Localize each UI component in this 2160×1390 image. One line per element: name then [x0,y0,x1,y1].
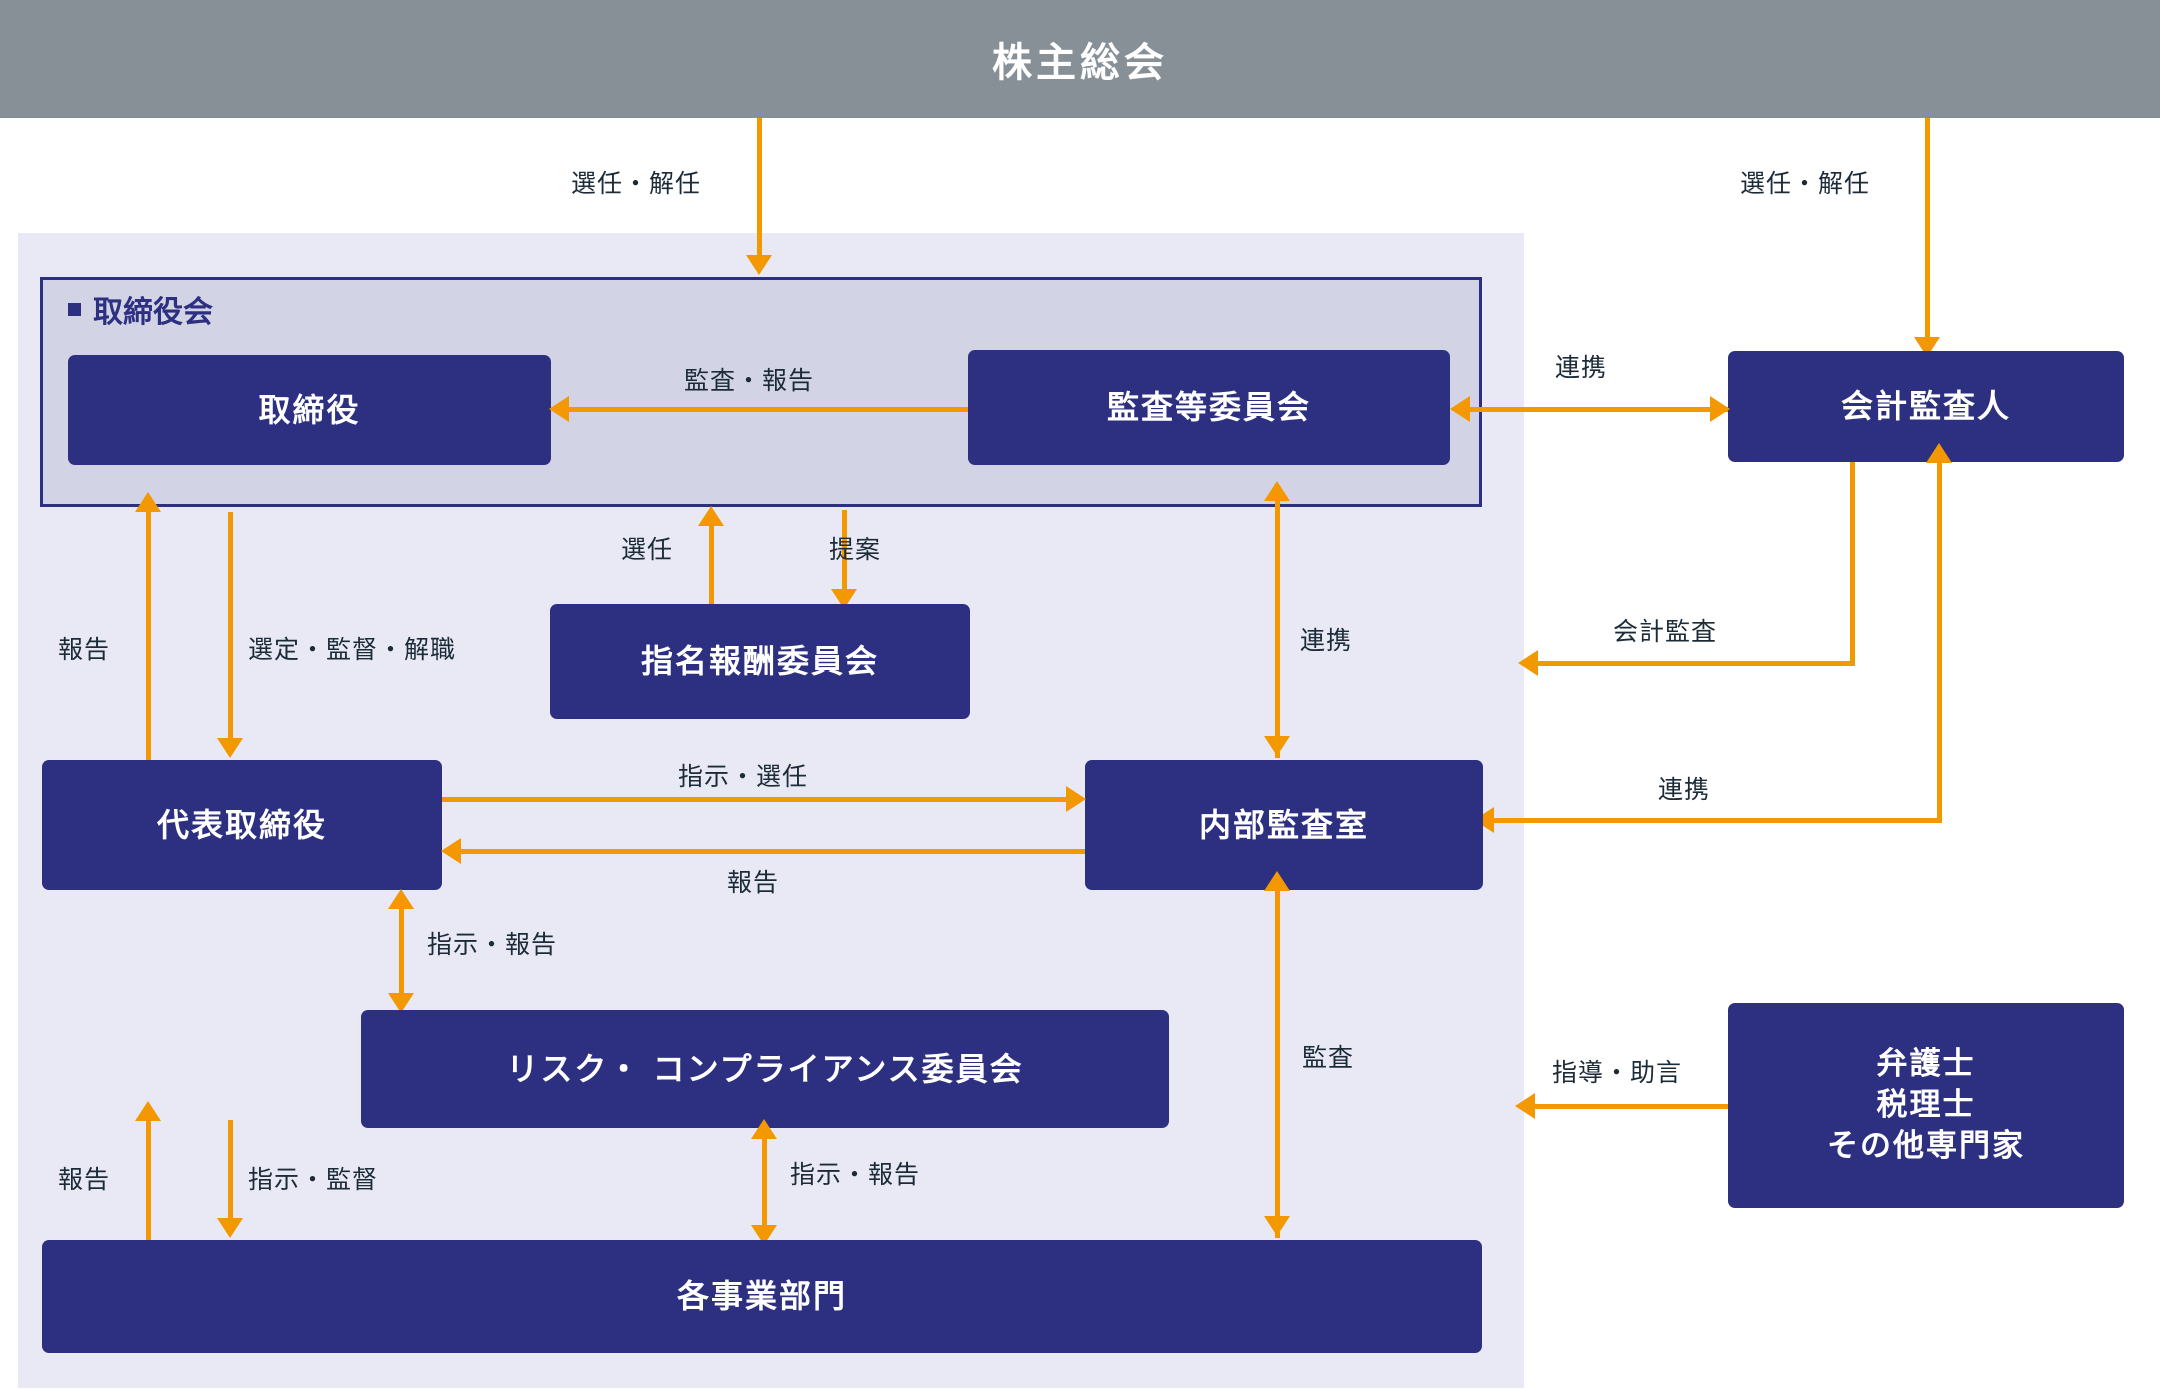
edge-label-appoint-nomination: 選任 [621,536,674,564]
board-of-directors-title: 取締役会 [68,287,213,331]
edge-label-report-from-internal: 報告 [727,869,780,897]
edge-label-report-divisions: 報告 [58,1166,111,1194]
node-internal-audit-office: 内部監査室 [1085,760,1483,890]
node-directors: 取締役 [68,355,551,465]
edge-head-audit-divisions-up [1264,871,1290,891]
edge-line-select-supervise [228,512,233,740]
edge-head-instruct-supervise [217,1218,243,1238]
edge-label-instruct-supervise-divisions: 指示・監督 [248,1166,379,1194]
edge-head-audit-divisions-down [1264,1216,1290,1236]
edge-line-accounting-audit [1535,661,1855,666]
node-representative-director: 代表取締役 [42,760,442,890]
node-risk-compliance-committee: リスク・ コンプライアンス委員会 [361,1010,1169,1128]
edge-label-report-directors: 報告 [58,636,111,664]
accounting-auditor-label: 会計監査人 [1840,388,2011,425]
edge-head-instruct-report-risk-up [388,889,414,909]
edge-label-accounting-audit: 会計監査 [1613,618,1718,646]
node-shareholders-meeting: 株主総会 [0,0,2160,118]
edge-label-appoint-dismiss-auditor: 選任・解任 [1740,170,1871,198]
edge-label-instruct-appoint-internal: 指示・選任 [678,763,809,791]
directors-label: 取締役 [258,391,361,428]
expert-line-3: その他専門家 [1827,1127,2025,1163]
edge-label-cooperation-top: 連携 [1555,354,1608,382]
expert-line-2: 税理士 [1876,1087,1976,1123]
edge-line-propose-nomination [842,510,847,592]
board-of-directors-label: 取締役会 [93,296,213,329]
node-business-divisions: 各事業部門 [42,1240,1482,1353]
edge-label-cooperation-auditor-internal: 連携 [1658,776,1711,804]
edge-label-instruct-report-risk: 指示・報告 [427,931,558,959]
edge-label-propose-nomination: 提案 [829,536,882,564]
edge-label-instruct-report-divisions: 指示・報告 [790,1161,921,1189]
edge-line-appoint-auditor [1925,118,1930,340]
node-accounting-auditor: 会計監査人 [1728,351,2124,462]
node-nomination-remuneration-committee: 指名報酬委員会 [550,604,970,719]
edge-head-appoint-nomination [698,506,724,526]
edge-line-cooperation-top [1468,407,1728,412]
edge-head-report-divisions [135,1101,161,1121]
edge-label-audit-divisions: 監査 [1302,1044,1355,1072]
edge-line-report-divisions [146,1120,151,1240]
edge-head-report-directors [135,492,161,512]
edge-head-accounting-audit [1518,650,1538,676]
edge-line-report-internal [460,849,1085,854]
representative-director-label: 代表取締役 [156,806,327,843]
business-divisions-label: 各事業部門 [676,1278,847,1315]
nomination-remuneration-committee-label: 指名報酬委員会 [640,643,879,680]
edge-head-cooperation-internal-up [1264,481,1290,501]
edge-line-cooperation-internal [1275,500,1280,758]
edge-line-cooperation-auditor-internal-v [1937,462,1942,820]
edge-line-appoint-board [757,118,762,258]
edge-line-appoint-nomination [709,525,714,610]
edge-line-instruct-appoint [442,797,1067,802]
edge-line-accounting-audit-v [1850,462,1855,664]
edge-head-instruct-appoint [1066,786,1086,812]
edge-line-audit-report [568,407,968,412]
edge-head-cooperation-top-right [1710,396,1730,422]
edge-label-audit-report: 監査・報告 [684,367,815,395]
edge-head-cooperation-internal-down [1264,736,1290,756]
node-audit-committee: 監査等委員会 [968,350,1450,465]
shareholders-meeting-label: 株主総会 [992,41,1168,85]
edge-head-select-supervise [217,738,243,758]
internal-audit-office-label: 内部監査室 [1198,806,1369,843]
edge-head-instruct-report-risk-down [388,993,414,1013]
edge-head-audit-report [549,396,569,422]
edge-line-instruct-report-divisions [762,1138,767,1228]
edge-head-report-internal [441,838,461,864]
edge-line-guidance-advice [1533,1104,1728,1109]
edge-line-report-directors [146,512,151,762]
edge-label-select-supervise-dismiss: 選定・監督・解職 [248,636,457,664]
edge-head-instruct-report-divisions-up [751,1119,777,1139]
edge-head-appoint-board [746,255,772,275]
risk-compliance-committee-label: リスク・ コンプライアンス委員会 [506,1050,1024,1087]
edge-label-guidance-advice: 指導・助言 [1552,1059,1683,1087]
edge-line-audit-divisions [1275,890,1280,1238]
edge-head-guidance-advice [1515,1093,1535,1119]
edge-line-instruct-supervise [228,1120,233,1220]
edge-line-cooperation-auditor-internal [1492,818,1942,823]
expert-line-1: 弁護士 [1876,1046,1976,1082]
edge-line-instruct-report-risk [399,908,404,996]
edge-label-cooperation-internal: 連携 [1300,627,1353,655]
edge-head-cooperation-top-left [1450,396,1470,422]
edge-head-cooperation-auditor-internal-up [1926,443,1952,463]
audit-committee-label: 監査等委員会 [1106,389,1311,426]
edge-label-appoint-dismiss-board: 選任・解任 [571,170,702,198]
node-external-experts: 弁護士 税理士 その他専門家 [1728,1003,2124,1208]
bullet-square-icon [68,302,81,316]
